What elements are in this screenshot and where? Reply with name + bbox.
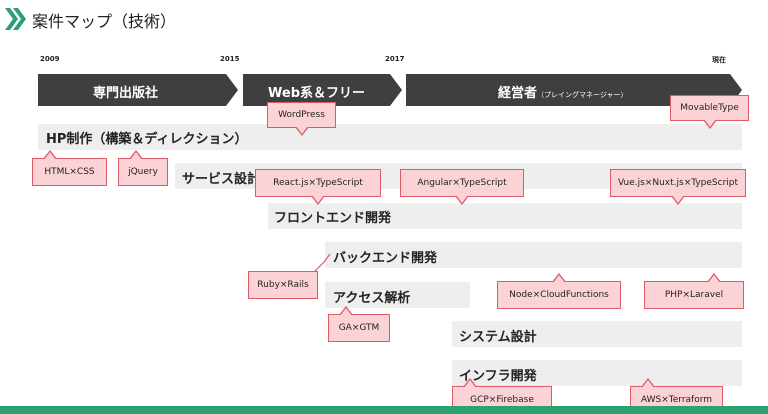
callout-ruby-rails: Ruby×Rails [248,271,318,299]
title-bar: 案件マップ（技術） [0,0,768,38]
track-label-backend: バックエンド開発 [333,251,438,266]
callout-movabletype: MovableType [670,95,749,129]
callout-html-css: HTML×CSS [32,150,107,186]
track-frontend [268,203,742,229]
callout-react: React.js×TypeScript [255,169,381,205]
track-label-frontend: フロントエンド開発 [274,211,392,226]
year-2009: 2009 [40,55,60,63]
track-label-system: システム設計 [459,330,537,345]
track-infra [452,360,742,386]
phase-label-publisher: 専門出版社 [93,86,159,101]
double-chevron-icon [5,8,26,30]
callout-vue: Vue.js×Nuxt.js×TypeScript [610,169,746,205]
callout-ga-gtm: GA×GTM [328,306,390,342]
track-label-infra: インフラ開発 [459,369,537,384]
callout-angular: Angular×TypeScript [400,169,524,205]
callout-wordpress: WordPress [267,102,336,136]
year-2017: 2017 [385,55,405,63]
track-hp [38,124,742,150]
track-system [452,321,742,347]
phase-arrow-web [243,74,402,106]
year-current: 現在 [712,56,726,64]
track-label-analytics: アクセス解析 [333,291,411,306]
callout-node-cloudfunctions: Node×CloudFunctions [497,273,621,309]
callout-php-laravel: PHP×Laravel [644,273,744,309]
page-title: 案件マップ（技術） [32,12,177,31]
phase-sub-label: （プレイングマネージャー） [537,91,628,99]
callout-jquery: jQuery [118,150,168,186]
track-backend [325,242,742,268]
track-analytics [325,282,470,308]
track-label-service: サービス設計 [182,172,261,187]
phase-label-web: Web系＆フリー [268,86,365,101]
year-2015: 2015 [220,55,240,63]
phase-arrow-manager [406,74,742,106]
phase-label-manager: 経営者（プレイングマネージャー） [498,86,628,101]
phase-arrow-publisher [38,74,238,106]
bottom-accent-strip [0,406,768,414]
track-label-hp: HP制作（構築＆ディレクション） [46,132,248,147]
